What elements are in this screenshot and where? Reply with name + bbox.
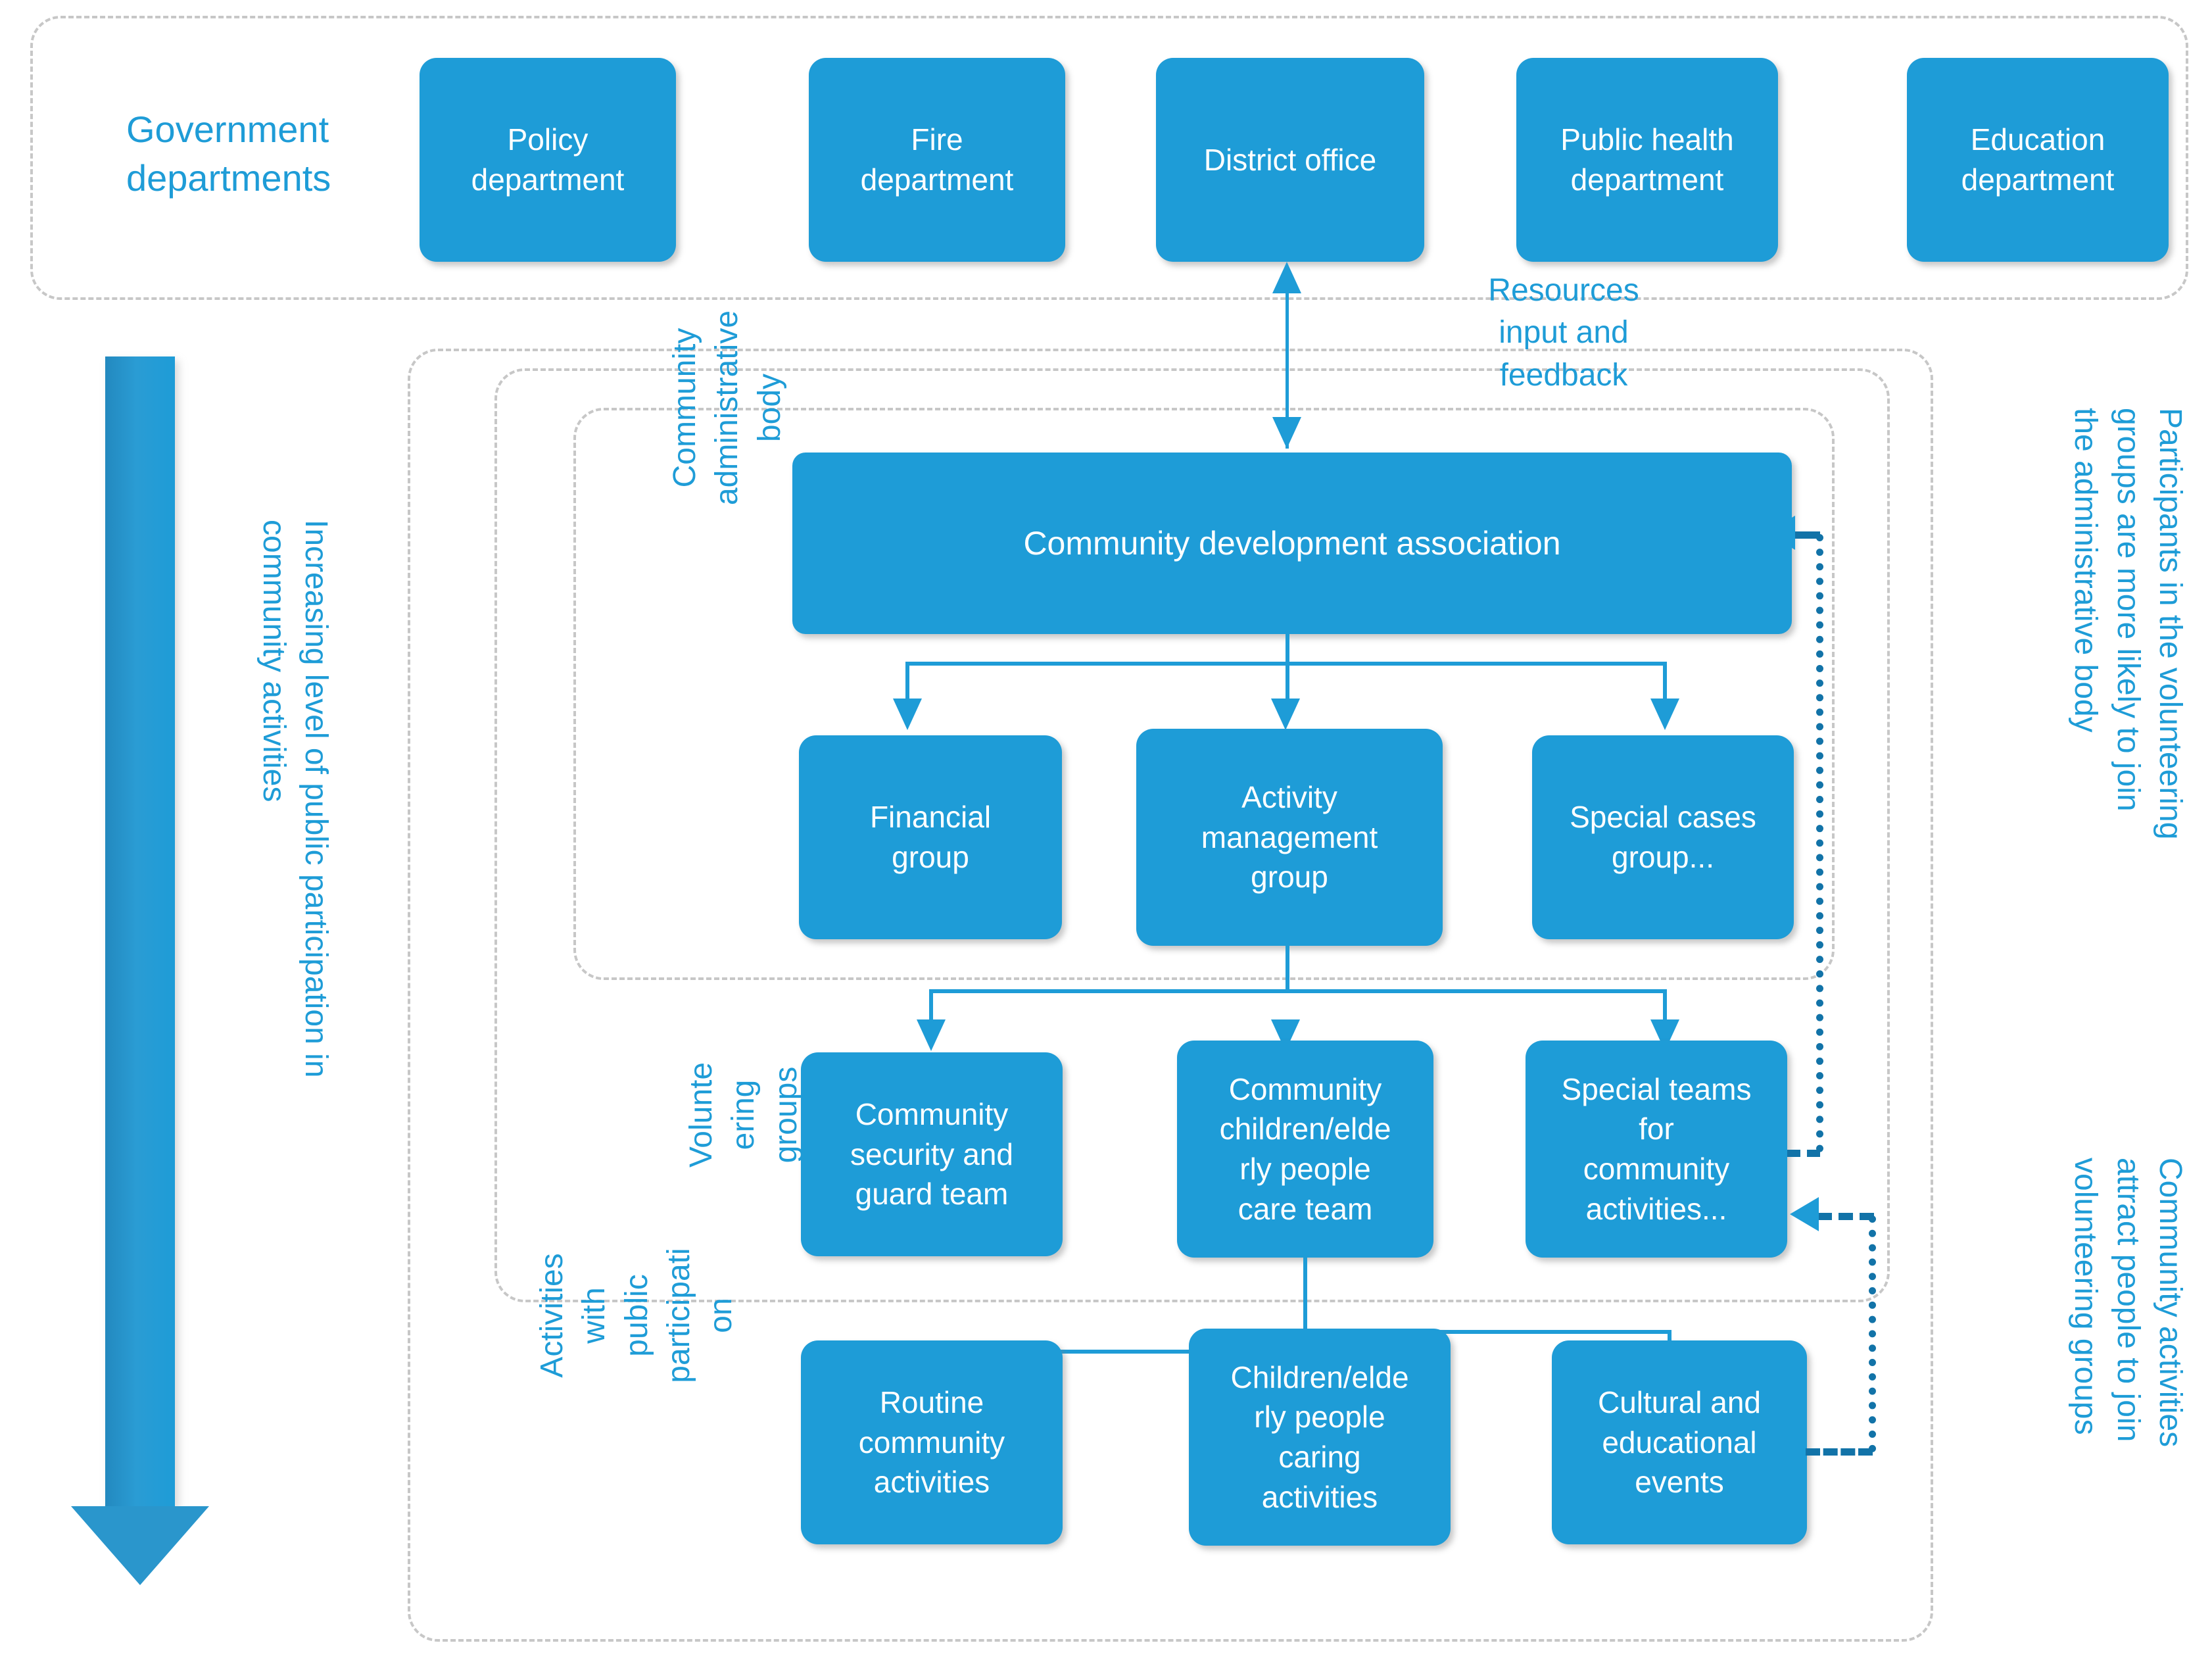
feedback-line-teams-inbound (1817, 1213, 1874, 1220)
feedback-line-activities-to-teams-bottom (1806, 1448, 1873, 1456)
feedback-line-volunteering-to-assoc-horizontal (1787, 1150, 1820, 1157)
node-policy-department[interactable]: Policy department (420, 58, 676, 262)
increasing-participation-label: Increasing level of public participation… (256, 520, 333, 1078)
node-cultural-educational-events[interactable]: Cultural and educational events (1552, 1340, 1807, 1544)
groups-arrow-security-icon (917, 1019, 946, 1051)
groups-drop-right (1663, 989, 1667, 1023)
node-activity-management-group[interactable]: Activity management group (1136, 729, 1443, 946)
teams-split-bar-upper (1303, 1330, 1671, 1334)
admin-body-container (573, 408, 1835, 980)
assoc-drop-left (905, 662, 909, 702)
node-fire-department[interactable]: Fire department (809, 58, 1065, 262)
node-public-health-department[interactable]: Public health department (1516, 58, 1778, 262)
teams-split-bar-lower (915, 1350, 1307, 1354)
resources-arrow-down-icon (1272, 417, 1301, 449)
groups-drop-left (929, 989, 933, 1023)
node-district-office[interactable]: District office (1156, 58, 1424, 262)
assoc-arrow-financial-icon (893, 699, 922, 730)
right-note-activities-attract-volunteers: Community activities attract people to j… (2068, 1158, 2188, 1448)
node-community-security-guard-team[interactable]: Community security and guard team (801, 1052, 1063, 1256)
right-note-volunteering-to-admin: Participants in the volunteering groups … (2068, 408, 2188, 840)
feedback-line-activities-to-teams-vertical (1869, 1215, 1876, 1452)
feedback-line-volunteering-to-assoc-vertical (1816, 534, 1823, 1152)
teams-split-stem (1303, 1258, 1307, 1334)
resources-arrow-up-icon (1272, 262, 1301, 293)
groups-split-bar (929, 989, 1667, 993)
node-special-cases-group[interactable]: Special cases group... (1532, 735, 1794, 939)
assoc-arrow-activity-icon (1271, 699, 1300, 730)
node-community-development-association[interactable]: Community development association (792, 453, 1792, 634)
node-children-elderly-care-team[interactable]: Community children/elde rly people care … (1177, 1041, 1433, 1258)
government-departments-label: Government departments (126, 109, 331, 199)
node-children-elderly-caring-activities[interactable]: Children/elde rly people caring activiti… (1189, 1329, 1451, 1546)
increasing-participation-arrow-shaft (105, 356, 175, 1506)
resources-input-feedback-label: Resources input and feedback (1488, 273, 1639, 393)
assoc-split-stem (1286, 634, 1289, 708)
community-outer-container (408, 349, 1933, 1642)
feedback-line-assoc-inbound (1792, 531, 1820, 539)
community-middle-container (494, 368, 1890, 1302)
node-routine-community-activities[interactable]: Routine community activities (801, 1340, 1063, 1544)
community-administrative-body-label: Community administrative body (667, 310, 787, 506)
resources-connector-line (1286, 289, 1289, 449)
feedback-arrow-to-assoc-icon (1766, 516, 1795, 550)
assoc-split-bar (905, 662, 1667, 666)
assoc-drop-right (1663, 662, 1667, 702)
node-education-department[interactable]: Education department (1907, 58, 2169, 262)
activities-public-participation-label: Activities with public participati on (535, 1248, 739, 1383)
node-financial-group[interactable]: Financial group (799, 735, 1062, 939)
groups-split-stem (1286, 946, 1289, 993)
government-departments-container (30, 16, 2188, 300)
node-special-teams-community-activities[interactable]: Special teams for community activities..… (1526, 1041, 1787, 1258)
assoc-arrow-special-cases-icon (1650, 699, 1679, 730)
increasing-participation-arrow-head-icon (71, 1506, 209, 1585)
feedback-arrow-to-special-teams-icon (1790, 1197, 1819, 1231)
